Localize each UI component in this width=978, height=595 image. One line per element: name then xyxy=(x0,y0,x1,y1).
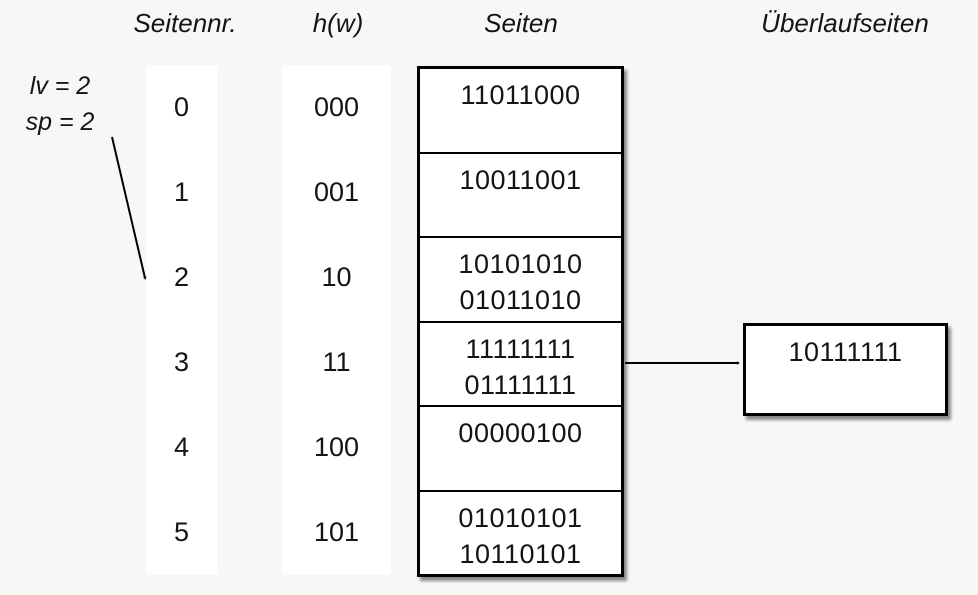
pages-table: 11011000 10011001 10101010 01011010 1111… xyxy=(417,66,624,577)
page-entry: 10011001 xyxy=(459,164,582,195)
page-box-4: 00000100 xyxy=(420,405,621,490)
hash-value: 11 xyxy=(322,347,351,377)
sp-pointer-arrow xyxy=(111,136,145,278)
page-number: 5 xyxy=(173,517,190,547)
page-box-2: 10101010 01011010 xyxy=(420,236,621,321)
page-entry: 10101010 xyxy=(458,249,583,279)
page-entry: 01111111 xyxy=(464,369,577,400)
page-entry: 11111111 xyxy=(465,333,576,364)
page-number-column: 0 1 2 3 4 5 xyxy=(146,65,217,575)
page-box-5: 01010101 10110101 xyxy=(420,489,621,575)
overflow-entry: 10111111 xyxy=(788,337,903,367)
page-entry: 10110101 xyxy=(459,538,582,569)
page-number: 4 xyxy=(173,432,190,462)
column-header-seitennr: Seitennr. xyxy=(133,8,237,38)
page-entry: 01011010 xyxy=(459,285,582,315)
page-number: 3 xyxy=(173,347,190,377)
annotation-sp: sp = 2 xyxy=(25,108,95,136)
hash-value: 10 xyxy=(321,262,352,292)
column-header-hw: h(w) xyxy=(312,8,364,38)
page-entry: 11011000 xyxy=(460,80,581,110)
page-box-3: 11111111 01111111 xyxy=(420,320,621,406)
page-box-0: 11011000 xyxy=(420,69,621,152)
hash-value: 000 xyxy=(313,92,360,122)
column-header-seiten: Seiten xyxy=(484,8,558,38)
state-annotation: lv = 2 sp = 2 xyxy=(14,68,106,140)
page-number: 0 xyxy=(173,92,190,122)
hash-value: 100 xyxy=(313,432,360,462)
page-number: 2 xyxy=(173,262,190,292)
overflow-page-box: 10111111 xyxy=(743,323,948,416)
page-entry: 01010101 xyxy=(458,502,583,533)
column-header-ueberlaufseiten: Überlaufseiten xyxy=(761,8,929,38)
annotation-lv: lv = 2 xyxy=(29,72,91,100)
hash-value: 101 xyxy=(313,517,360,547)
page-box-1: 10011001 xyxy=(420,151,621,237)
hash-value-column: 000 001 10 11 100 101 xyxy=(282,65,391,575)
hash-value: 001 xyxy=(313,177,360,207)
page-number: 1 xyxy=(173,177,190,207)
page-entry: 00000100 xyxy=(458,418,583,448)
